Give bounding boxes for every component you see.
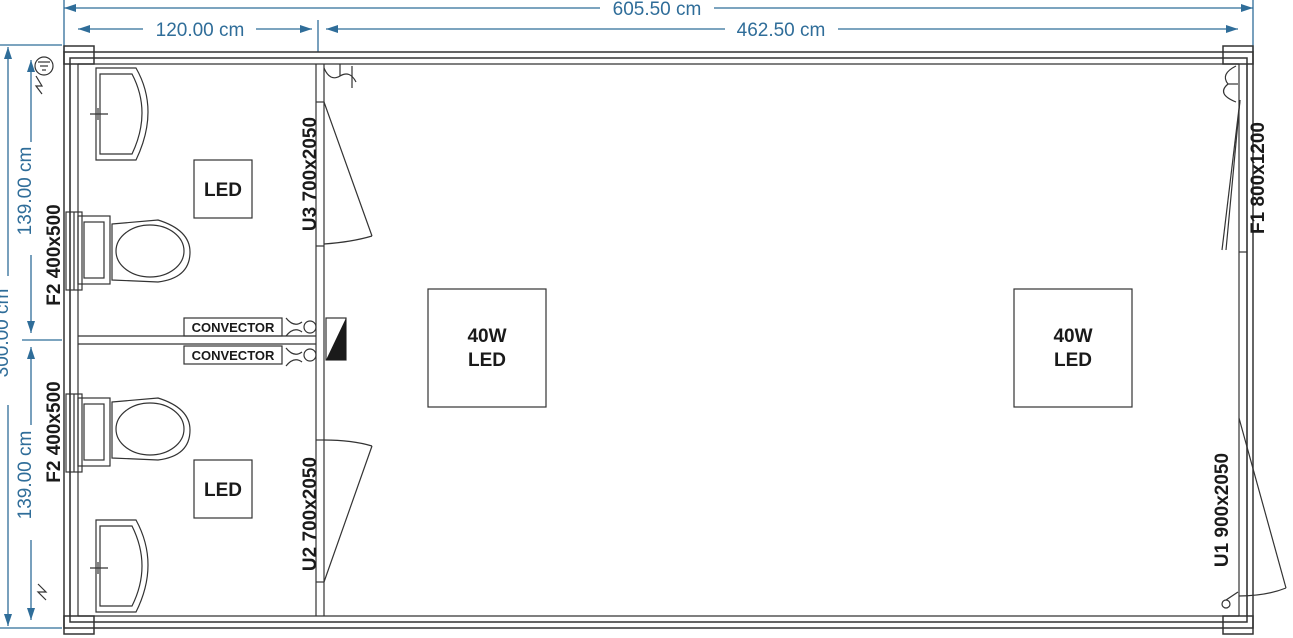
window-f2-lower-label: F2 400x500 (44, 381, 65, 482)
led-upper: LED (193, 159, 253, 219)
sink-upper (90, 67, 149, 161)
window-f1 (1221, 99, 1247, 253)
main-light-left-line2: LED (468, 350, 506, 371)
convector-lower: CONVECTOR (183, 345, 283, 365)
sink-lower (90, 519, 149, 613)
door-u2 (323, 439, 373, 583)
main-light-right-line2: LED (1054, 350, 1092, 371)
door-u2-label: U2 700x2050 (300, 457, 321, 571)
window-f2-upper (65, 211, 83, 291)
door-u1 (1221, 417, 1287, 609)
main-light-right-line1: 40W (1053, 326, 1092, 347)
distribution-board (325, 317, 347, 361)
window-f2-lower (65, 393, 83, 473)
total-height-label: 300.00 cm (0, 289, 13, 378)
main-light-right: 40W LED (1013, 288, 1133, 408)
power-entry-symbol (36, 583, 48, 601)
socket-symbols (285, 317, 317, 367)
toilet-lower (77, 397, 191, 467)
main-light-left-line1: 40W (467, 326, 506, 347)
led-lower: LED (193, 459, 253, 519)
main-light-left: 40W LED (427, 288, 547, 408)
ground-symbol (34, 56, 54, 95)
window-f2-upper-label: F2 400x500 (44, 204, 65, 305)
door-u3 (323, 101, 373, 245)
door-u1-label: U1 900x2050 (1212, 453, 1233, 567)
convector-lower-label: CONVECTOR (192, 348, 275, 363)
door-u3-label: U3 700x2050 (300, 117, 321, 231)
toilet-upper (77, 215, 191, 285)
left-width-label: 120.00 cm (156, 20, 245, 41)
total-width-label: 605.50 cm (613, 0, 702, 20)
upper-height-label: 139.00 cm (15, 147, 36, 236)
convector-upper-label: CONVECTOR (192, 320, 275, 335)
lower-height-label: 139.00 cm (15, 431, 36, 520)
ceiling-fixture-top (323, 64, 357, 88)
led-upper-label: LED (204, 180, 242, 201)
dimension-lines: 605.50 cm 120.00 cm 462.50 cm 300.00 cm … (0, 0, 1254, 629)
led-lower-label: LED (204, 480, 242, 501)
window-f1-label: F1 800x1200 (1248, 122, 1269, 234)
convector-upper: CONVECTOR (183, 317, 283, 337)
right-width-label: 462.50 cm (737, 20, 826, 41)
ceiling-fixture-right (1222, 65, 1238, 103)
